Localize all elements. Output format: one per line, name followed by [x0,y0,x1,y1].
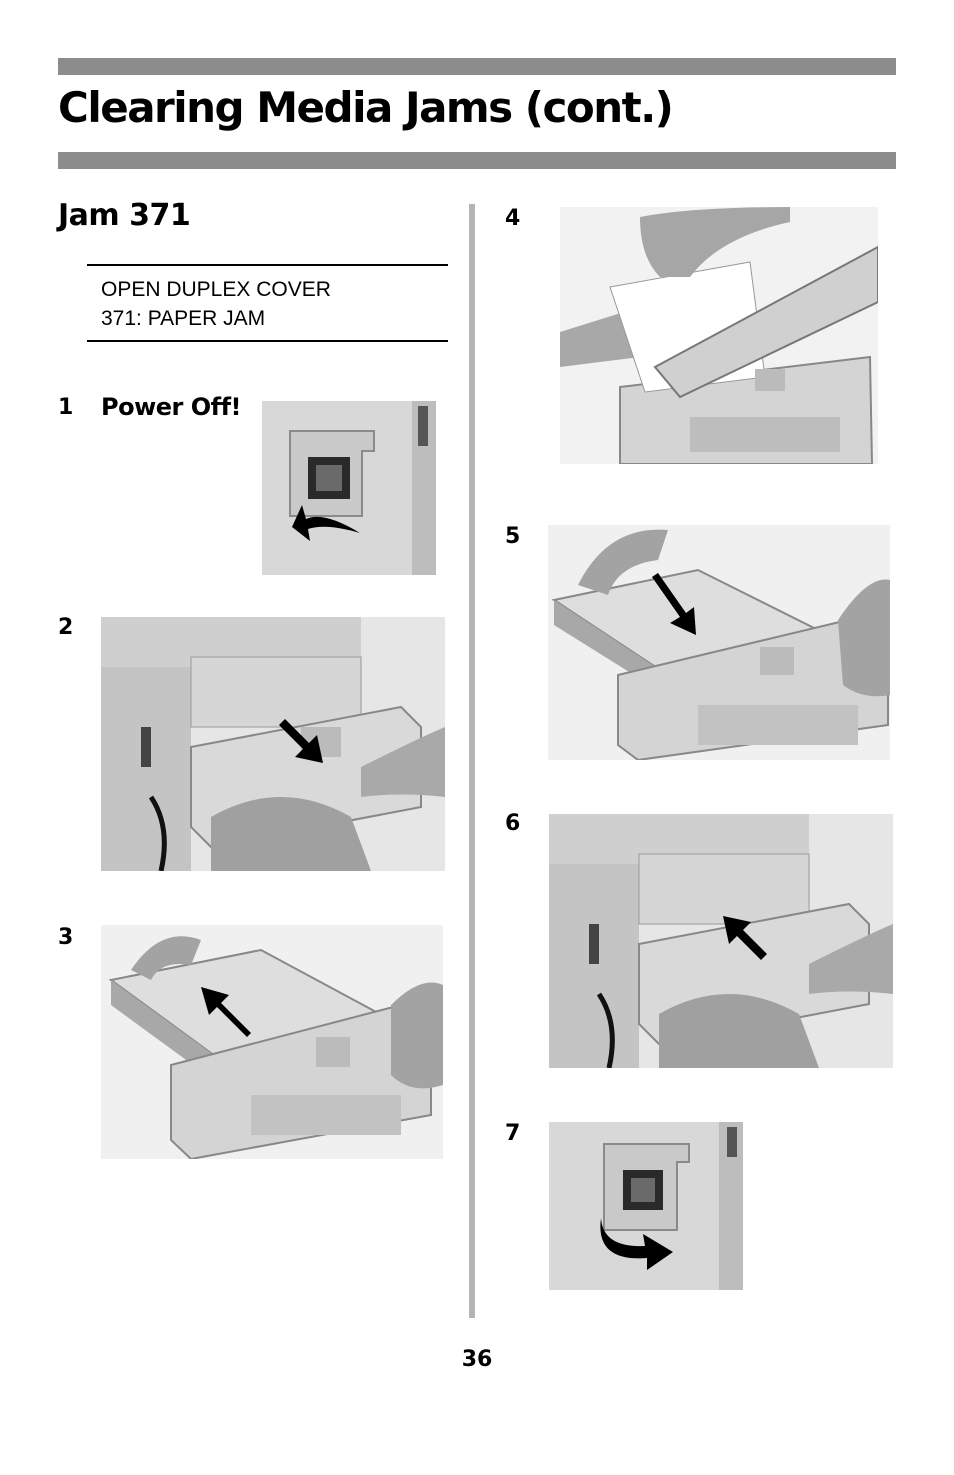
step-7-number: 7 [505,1121,521,1146]
step-2-number: 2 [58,615,74,640]
step-1-number: 1 [58,395,74,420]
step-5-number: 5 [505,524,521,549]
page-number: 36 [461,1347,493,1372]
step-6-reinsert-duplex-photo [549,814,893,1068]
step-6-number: 6 [505,811,521,836]
step-6-illustration [549,814,893,1068]
step-5-close-cover-photo [548,525,890,760]
step-4-number: 4 [505,206,521,231]
column-divider [469,204,475,1318]
push-in-arrow-icon [723,916,767,960]
rotate-arrow-on-icon [600,1218,673,1270]
step-7-illustration [549,1122,743,1290]
step-1-label: Power Off! [101,393,241,421]
step-1-illustration [262,401,436,575]
rotate-arrow-icon [292,505,360,541]
section-title: Jam 371 [58,198,191,233]
display-message-line-2: 371: PAPER JAM [101,307,266,330]
display-message-line-1: OPEN DUPLEX COVER [101,278,331,301]
push-down-arrow-icon [652,573,696,635]
step-3-number: 3 [58,925,74,950]
display-message-box: OPEN DUPLEX COVER 371: PAPER JAM [87,264,448,342]
header-rule-top [58,58,896,75]
step-3-illustration [101,925,443,1159]
step-2-remove-duplex-photo [101,617,445,871]
step-7-power-on-photo [549,1122,743,1290]
pull-arrow-icon [279,719,323,763]
header-rule-bottom [58,152,896,169]
lift-arrow-icon [201,987,251,1037]
page-title: Clearing Media Jams (cont.) [58,83,674,132]
step-3-duplex-cover-photo [101,925,443,1159]
step-2-illustration [101,617,445,871]
step-4-illustration [560,207,878,464]
step-5-illustration [548,525,890,760]
step-4-remove-paper-photo [560,207,878,464]
step-1-power-switch-photo [262,401,436,575]
